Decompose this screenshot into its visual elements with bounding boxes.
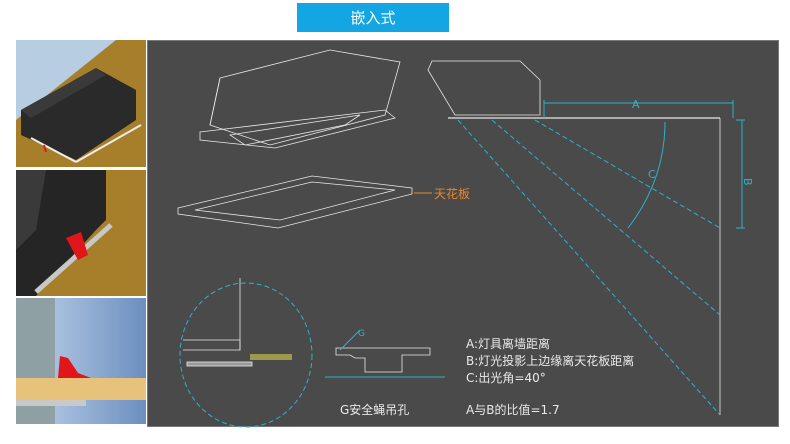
hole-g-label: G xyxy=(358,329,365,339)
dimension-a-label: A xyxy=(632,98,640,111)
dimension-b-label: B xyxy=(741,178,754,186)
section-title: 嵌入式 xyxy=(297,3,449,32)
photo-clip-closeup xyxy=(16,170,146,296)
angle-c-label: C xyxy=(648,168,656,181)
hole-caption: G安全蝇吊孔 xyxy=(340,402,409,417)
photo-clip-side xyxy=(16,298,146,424)
hanging-bracket xyxy=(335,347,431,373)
ceiling-label: 天花板 xyxy=(434,186,470,201)
legend-c: C:出光角=40° xyxy=(466,371,546,385)
photo-fixture-top-view xyxy=(16,40,146,167)
fixture-side-view xyxy=(427,60,541,116)
angle-arc xyxy=(627,121,666,229)
ratio-text: A与B的比值=1.7 xyxy=(466,402,560,417)
fixture-isometric xyxy=(199,49,401,149)
legend-b: B:灯光投影上边缘离天花板距离 xyxy=(466,353,634,368)
ceiling-frame xyxy=(177,175,413,229)
legend-a: A:灯具离墙距离 xyxy=(466,336,550,351)
detail-circle xyxy=(179,282,313,428)
